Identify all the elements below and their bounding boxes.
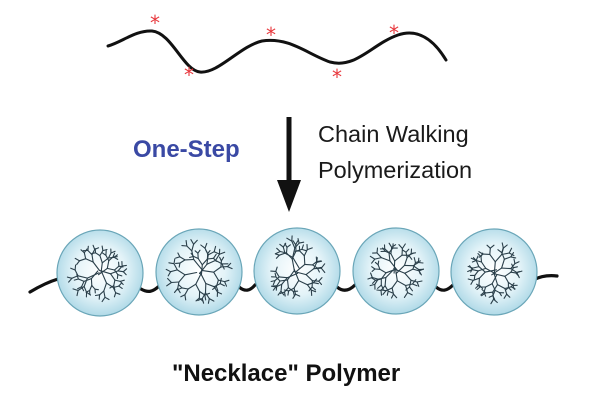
hyperbranched-bead xyxy=(155,228,243,316)
active-site-marker: * xyxy=(184,63,194,87)
one-step-label: One-Step xyxy=(133,136,240,163)
hyperbranched-bead xyxy=(450,228,538,316)
reaction-arrow-head xyxy=(277,180,301,212)
active-site-marker: * xyxy=(332,65,342,89)
bead-group xyxy=(56,227,538,317)
process-label-line-1: Chain Walking xyxy=(318,121,469,147)
hyperbranched-bead xyxy=(56,229,144,317)
product-caption: "Necklace" Polymer xyxy=(172,360,401,387)
active-site-marker: * xyxy=(389,21,399,45)
active-site-marker: * xyxy=(266,23,276,47)
linear-polymer-chain xyxy=(106,29,448,74)
hyperbranched-bead xyxy=(352,227,440,315)
active-site-marker: * xyxy=(150,11,160,35)
necklace-backbone xyxy=(28,274,559,294)
hyperbranched-bead xyxy=(253,227,341,315)
process-label-line-2: Polymerization xyxy=(318,157,473,183)
